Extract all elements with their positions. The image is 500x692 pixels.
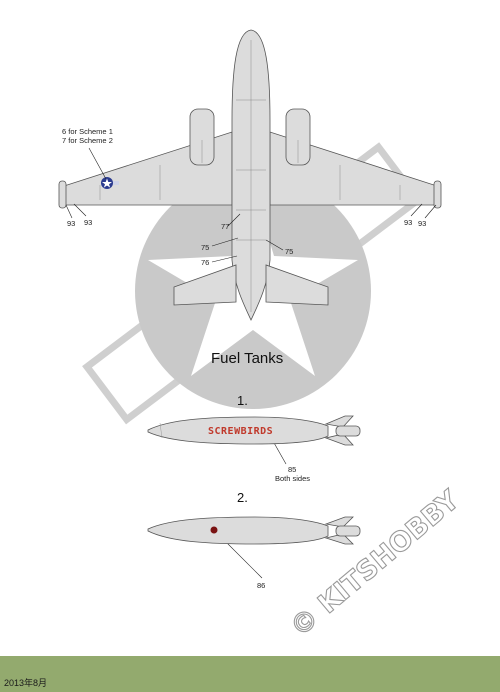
- right-engine: [285, 108, 311, 166]
- fuel-tank-2: [147, 516, 361, 545]
- footer-bar: 2013年8月: [0, 656, 500, 692]
- panel-lines: [99, 40, 401, 312]
- callout-93-left-b: 93: [84, 218, 92, 227]
- right-stabilizer: [265, 264, 329, 306]
- scheme-callout-line1: 6 for Scheme 1: [62, 127, 113, 136]
- tank-1-marking: SCREWBIRDS: [208, 426, 273, 437]
- right-wingtip-tank: [433, 180, 442, 209]
- tank-2-number: 2.: [237, 490, 248, 505]
- callout-93-right-a: 93: [404, 218, 412, 227]
- fuel-tanks-title: Fuel Tanks: [211, 350, 283, 367]
- tank-1-callout-note: Both sides: [275, 474, 310, 483]
- left-stabilizer: [173, 264, 237, 306]
- callout-75-left: 75: [201, 243, 209, 252]
- footer-date: 2013年8月: [4, 678, 48, 688]
- callout-75-right: 75: [285, 247, 293, 256]
- callout-77: 77: [221, 222, 229, 231]
- fuel-tank-1: [147, 415, 361, 446]
- tank-2-callout-number: 86: [257, 581, 265, 590]
- tank-1-callout-number: 85: [288, 465, 296, 474]
- left-engine: [189, 108, 215, 166]
- tank-2-decal-dot: [210, 526, 218, 534]
- callout-76: 76: [201, 258, 209, 267]
- callout-93-left-a: 93: [67, 219, 75, 228]
- watermark: © KITSHOBBY: [285, 484, 466, 643]
- wing-insignia: [101, 177, 119, 189]
- callout-labels: 6 for Scheme 1 7 for Scheme 2 93 93 93 9…: [62, 127, 426, 267]
- tank-1-number: 1.: [237, 393, 248, 408]
- callout-93-right-b: 93: [418, 219, 426, 228]
- aircraft-top-view: [58, 29, 442, 321]
- scheme-callout-line2: 7 for Scheme 2: [62, 136, 113, 145]
- left-wingtip-tank: [58, 180, 67, 209]
